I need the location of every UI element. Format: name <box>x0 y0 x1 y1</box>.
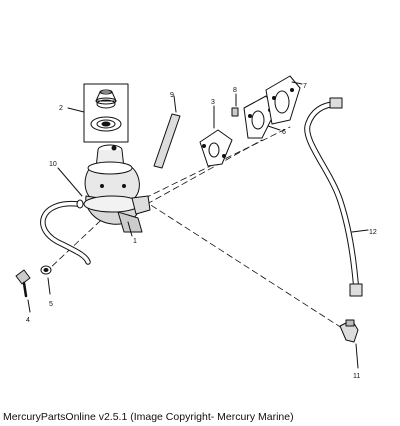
callout-4: 4 <box>26 317 30 324</box>
alignment-lines <box>47 126 346 331</box>
callout-2: 2 <box>59 105 63 112</box>
part-2-inset <box>67 83 129 143</box>
callout-6: 6 <box>282 129 286 136</box>
part-12-fuel-tube <box>304 97 369 297</box>
callout-12: 12 <box>369 229 377 236</box>
part-8-fitting <box>231 93 239 117</box>
part-4-bolt <box>15 269 31 313</box>
callout-5: 5 <box>49 301 53 308</box>
callout-3: 3 <box>211 99 215 106</box>
part-5-washer <box>40 265 52 295</box>
callout-8: 8 <box>233 87 237 94</box>
callout-1: 1 <box>133 238 137 245</box>
part-10-hose <box>40 167 91 265</box>
callout-11: 11 <box>353 373 360 380</box>
part-7-cover <box>265 75 303 125</box>
callout-10: 10 <box>49 161 57 168</box>
part-11-elbow-fitting <box>339 319 359 369</box>
callout-9: 9 <box>170 92 174 99</box>
callout-7: 7 <box>303 83 307 90</box>
part-6-plate <box>243 95 281 139</box>
part-9-rod <box>153 95 181 169</box>
fuel-pump-exploded-diagram: 1 2 3 4 5 6 7 8 9 10 11 12 <box>15 75 377 380</box>
image-caption: MercuryPartsOnline v2.5.1 (Image Copyrig… <box>3 411 294 423</box>
part-3-gasket-plate <box>199 105 233 167</box>
callout-labels: 1 2 3 4 5 6 7 8 9 10 11 12 <box>26 83 377 380</box>
part-1-fuel-pump <box>83 144 151 237</box>
